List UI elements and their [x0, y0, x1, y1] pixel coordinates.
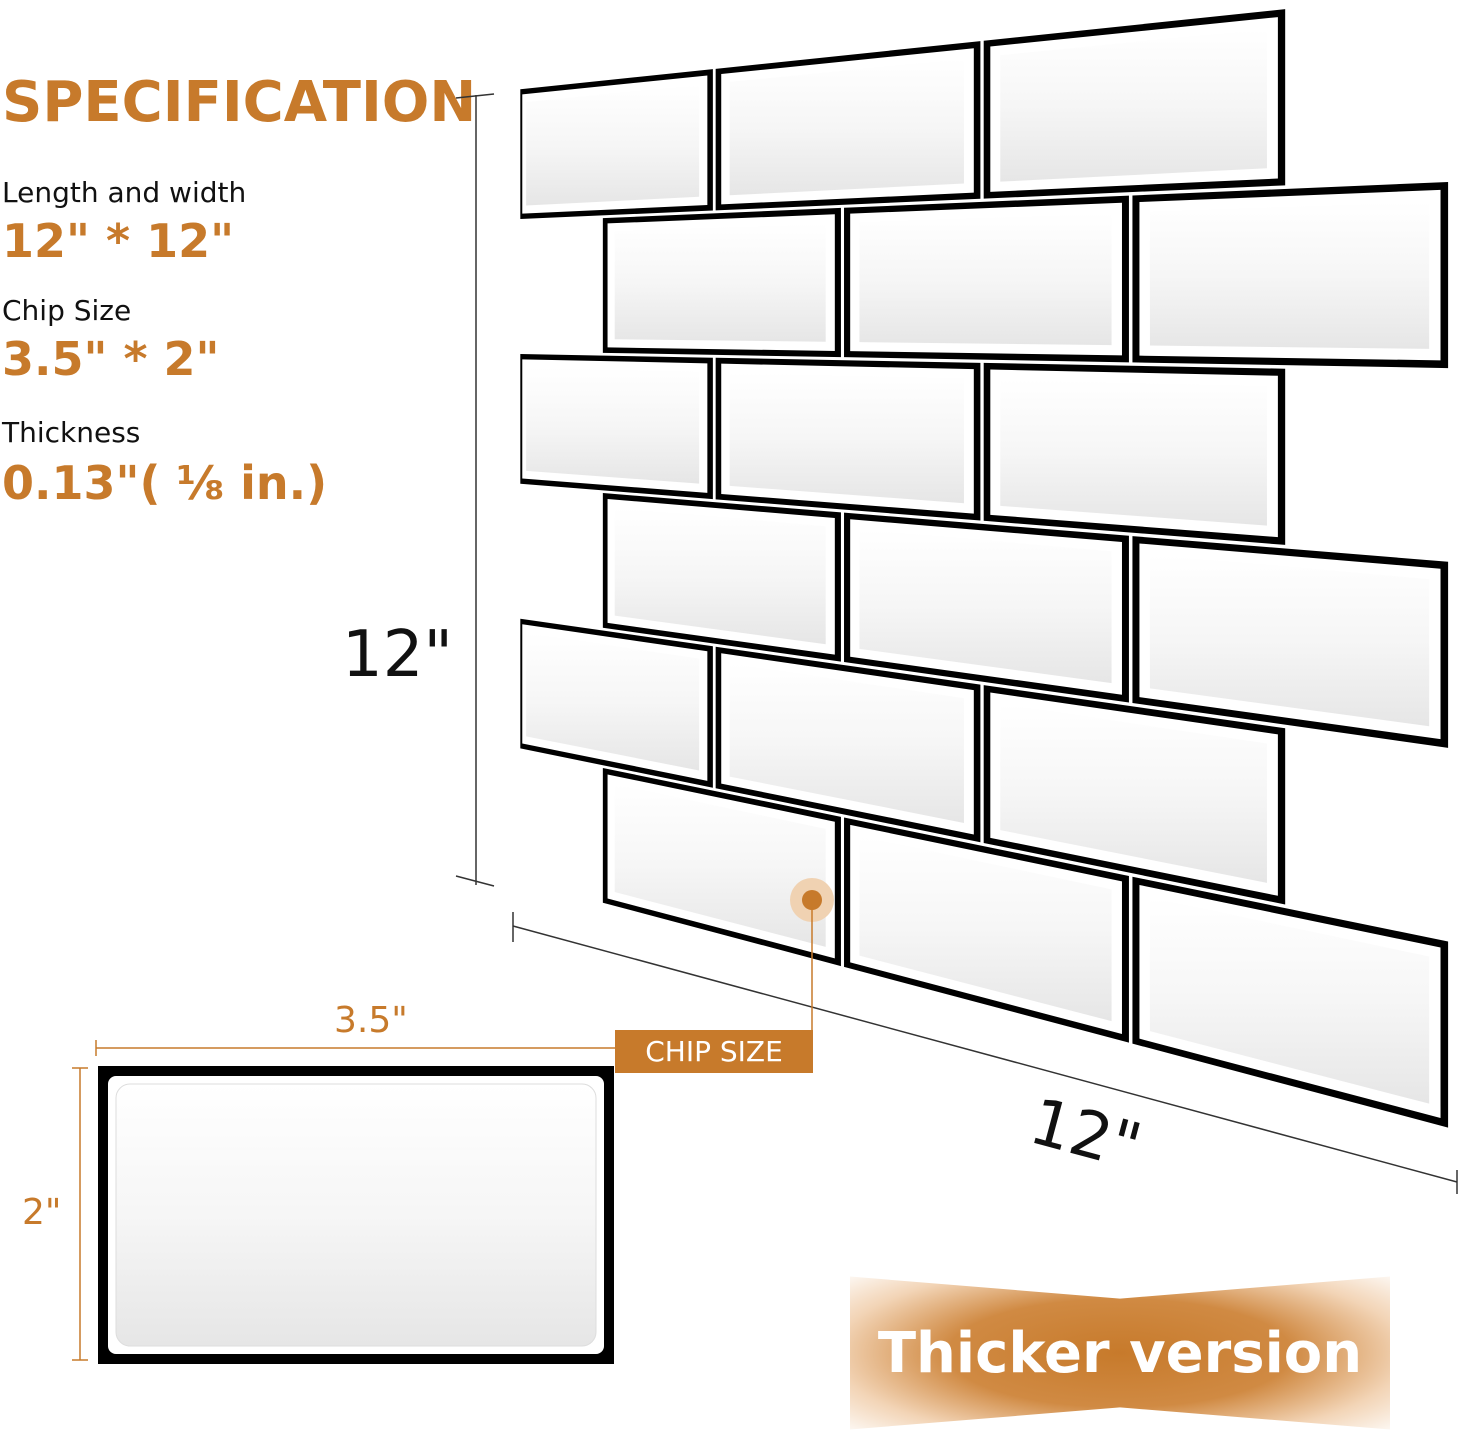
- thicker-version-banner: Thicker version: [850, 1276, 1390, 1430]
- spec-label-thickness: Thickness: [2, 416, 141, 449]
- spec-value-chip-size: 3.5" * 2": [2, 332, 220, 386]
- height-label: 12": [342, 618, 453, 692]
- spec-value-length-width: 12" * 12": [2, 214, 235, 268]
- height-dimension-line: [455, 93, 495, 887]
- spec-value-thickness: 0.13"( ⅛ in.): [2, 456, 328, 510]
- chip-size-badge: CHIP SIZE: [615, 1030, 813, 1073]
- spec-label-chip-size: Chip Size: [2, 294, 132, 327]
- chip-height-label: 2": [22, 1192, 62, 1233]
- width-dimension-line: [512, 912, 1458, 1194]
- chip-width-label: 3.5": [334, 1000, 408, 1041]
- spec-label-length-width: Length and width: [2, 176, 247, 209]
- chip-dimension-lines: [72, 1040, 616, 1361]
- chip-tile: [98, 1066, 614, 1364]
- spec-title: SPECIFICATION: [2, 70, 477, 135]
